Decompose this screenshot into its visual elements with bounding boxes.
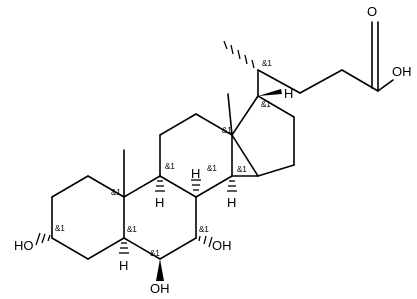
- atom-oh-c6: OH: [150, 281, 170, 296]
- hashed-bond-c7-oh: [198, 235, 213, 248]
- side-chain: [223, 21, 394, 97]
- stereo-label-c8: &1: [207, 164, 217, 173]
- atom-labels: O OH HO OH OH H H H H H: [14, 4, 412, 296]
- bond-c24-oh: [377, 79, 394, 92]
- bond-c5-c6: [123, 237, 161, 260]
- hashed-bond-c14-h: [227, 180, 237, 192]
- hashed-bond-c5-h: [119, 242, 129, 254]
- stereo-label-c7: &1: [199, 225, 209, 234]
- wedge-c6-oh: [156, 259, 164, 281]
- ring-d: [231, 95, 295, 177]
- bond-c8-c14: [195, 175, 233, 198]
- stereo-label-c3: &1: [55, 224, 65, 233]
- bond-c17-c16: [257, 95, 295, 118]
- bond-c12-c11: [159, 113, 197, 136]
- stereo-label-c5: &1: [127, 225, 137, 234]
- stereo-label-c6: &1: [150, 249, 160, 258]
- bond-c9-c8: [159, 175, 197, 198]
- ring-a: [51, 175, 125, 260]
- wedge-c17-h: [258, 89, 282, 96]
- atom-h-c17: H: [284, 86, 293, 101]
- atom-oh-c3: HO: [14, 238, 34, 253]
- atom-h-c5: H: [119, 258, 128, 273]
- hashed-bond-c9-h: [155, 180, 165, 192]
- bond-c13-c12: [195, 113, 233, 136]
- bond-c9-c10: [123, 175, 161, 198]
- bond-c3-c4: [51, 237, 89, 260]
- stereo-label-c14: &1: [237, 165, 247, 174]
- stereo-bonds: [35, 89, 282, 281]
- bond-c22-c23: [299, 69, 343, 94]
- bond-c20-c22: [257, 69, 301, 94]
- bond-c15-c14: [257, 164, 295, 177]
- atom-acid-oh: OH: [392, 64, 412, 79]
- stereo-label-c13: &1: [222, 126, 232, 135]
- stereo-label-c9: &1: [165, 162, 175, 171]
- stereo-label-c20: &1: [262, 59, 272, 68]
- bond-c1-c2: [51, 175, 89, 198]
- bond-c6-c7: [159, 237, 197, 260]
- atom-h-c14: H: [227, 195, 236, 210]
- stereo-label-c10: &1: [111, 188, 121, 197]
- stereo-center-labels: &1 &1 &1 &1 &1 &1 &1 &1 &1 &1 &1: [55, 59, 272, 258]
- bond-c13-methyl: [227, 93, 233, 136]
- bond-c10-c1: [87, 175, 125, 198]
- stereo-label-c17: &1: [261, 100, 271, 109]
- ring-c: [159, 93, 259, 198]
- bond-c14-c13: [231, 134, 259, 177]
- atom-oh-c7: OH: [212, 238, 232, 253]
- ring-b: [123, 149, 197, 260]
- hashed-bond-c8-h: [191, 179, 201, 191]
- hashed-bond-c3-oh: [35, 232, 51, 246]
- hashed-bond-c20-methyl: [223, 40, 255, 69]
- atom-carbonyl-oxygen: O: [367, 4, 377, 19]
- bond-c4-c5: [87, 237, 125, 260]
- bond-c17-c13: [231, 95, 259, 136]
- atom-h-c9: H: [155, 195, 164, 210]
- atom-h-c8: H: [191, 166, 200, 181]
